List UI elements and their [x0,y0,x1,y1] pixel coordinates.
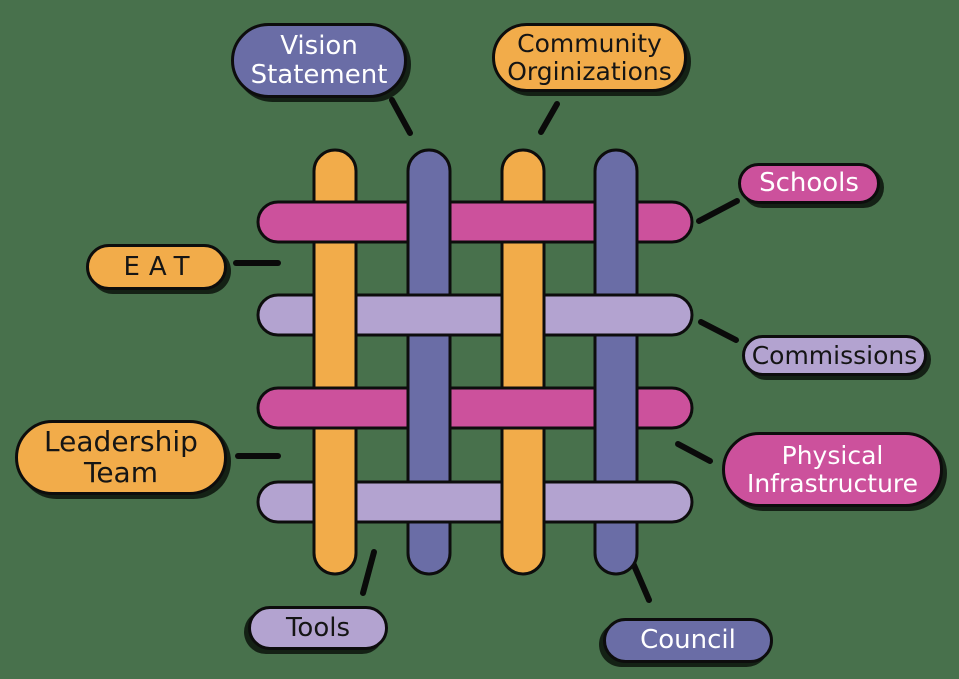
horizontal-threads [256,200,694,524]
vertical-thread-1 [312,148,358,576]
horizontal-thread-4 [256,480,694,524]
pill-label-line: Council [640,625,736,656]
connector-tools [360,549,377,596]
crossing-v4-h3 [593,385,639,431]
connector-community-organizations [538,101,560,135]
pill-label-line: Physical [781,441,884,470]
pill-council: Council [603,618,773,663]
connector-physical-infrastructure [675,441,713,464]
vertical-thread-3 [500,148,546,576]
connector-vision-statement [389,97,413,136]
weave-crossing-patches [312,199,639,525]
vertical-thread-4 [593,148,639,576]
pill-label-line: Tools [285,612,351,643]
crossing-v1-h2 [312,292,358,338]
pill-leadership-team: Leadership Team [15,420,227,495]
horizontal-thread-1 [256,200,694,244]
crossing-v3-h4 [500,479,546,525]
pill-label-line: Commissions [751,340,918,370]
pill-physical-infrastructure: Physical Infrastructure [722,432,943,507]
connector-schools [696,198,740,224]
horizontal-thread-2 [256,293,694,337]
pill-label-line: Team [83,455,158,489]
pill-label-line: Vision [280,30,358,61]
pill-label-line: Statement [250,59,388,90]
pill-vision-statement: Vision Statement [231,23,407,98]
pill-label-line: Infrastructure [746,468,919,498]
crossing-v3-h2 [500,292,546,338]
pill-label-line: Schools [759,168,859,199]
pill-community-organizations: Community Orginizations [492,23,687,92]
pill-label-line: EAT [123,251,199,282]
pill-label-line: Orginizations [507,56,672,86]
crossing-v1-h4 [312,479,358,525]
pill-schools: Schools [738,163,880,204]
pill-commissions: Commissions [742,335,927,376]
connectors [233,97,740,603]
connector-council [630,560,652,603]
crossing-v4-h1 [593,199,639,245]
vertical-thread-2 [406,148,452,576]
pill-tools: Tools [248,606,388,650]
connector-commissions [698,319,739,343]
pill-label-line: Leadership [44,424,198,458]
vertical-threads [312,148,639,576]
pill-eat: EAT [86,244,227,290]
crossing-v2-h1 [406,199,452,245]
crossing-v2-h3 [406,385,452,431]
pill-label-line: Community [517,29,662,58]
horizontal-thread-3 [256,386,694,430]
